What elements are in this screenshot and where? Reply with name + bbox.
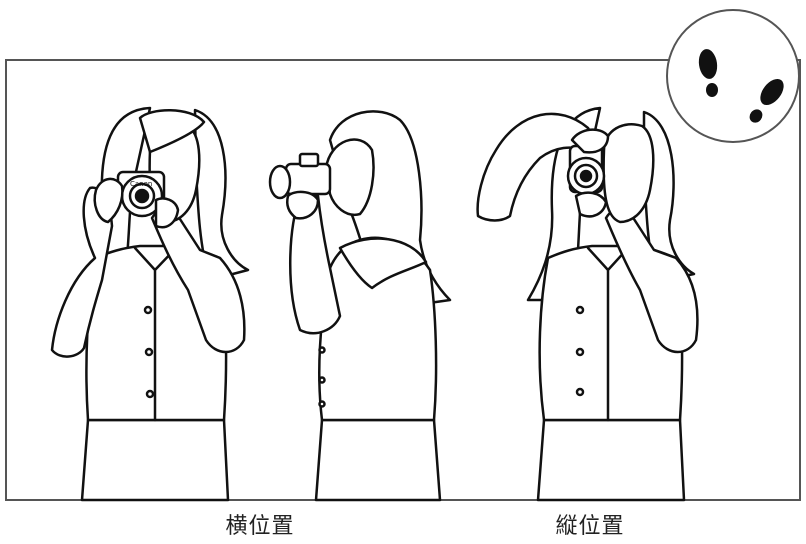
figure1-bangs (138, 109, 206, 154)
figure2-vest-button (318, 346, 326, 354)
figure-horizontal-side (268, 110, 452, 502)
figure1-vest-button (143, 305, 153, 315)
figure1-left-hand (93, 177, 124, 224)
figure1-camera-lens-glass (134, 188, 150, 204)
figure1-camera-brand: Canon (130, 180, 152, 188)
figure2-strap (338, 237, 428, 290)
figure3-vest-button (575, 305, 585, 315)
caption-horizontal-position: 横位置 (225, 514, 295, 539)
figure3-vest-button (575, 387, 585, 397)
footprint-left-sole (698, 49, 718, 79)
figure1-vest-button (144, 347, 154, 357)
figure2-camera-prism (298, 152, 320, 168)
figure3-face (602, 123, 655, 224)
footprint-right-heel (749, 109, 763, 123)
footprint-right-sole (760, 78, 784, 106)
figure3-vest-button (575, 347, 585, 357)
figure2-vest-button (318, 400, 326, 408)
figure1-vest-button (145, 389, 155, 399)
footprints-icon (666, 9, 800, 143)
figure-vertical-front (476, 106, 699, 502)
figure2-face (324, 138, 375, 217)
figure2-hand (286, 190, 320, 220)
figure2-skirt (314, 418, 442, 502)
figure3-camera-lens-glass (579, 169, 593, 183)
figure1-right-hand (154, 197, 180, 229)
footprints-icon-circle (666, 9, 800, 143)
caption-vertical-position: 縦位置 (555, 514, 625, 539)
figure2-camera-lens (268, 164, 292, 200)
figure1-left-arm (50, 186, 114, 358)
figure2-vest-button (318, 376, 326, 384)
figure2-camera-body (284, 162, 332, 196)
figure3-skirt (536, 418, 686, 502)
footprint-left-heel (706, 83, 718, 97)
figure-horizontal-front (50, 106, 250, 502)
figure3-bottom-hand (574, 191, 608, 218)
figure3-top-hand (570, 128, 610, 154)
figure2-arm (289, 194, 342, 335)
figure1-skirt (80, 418, 230, 502)
